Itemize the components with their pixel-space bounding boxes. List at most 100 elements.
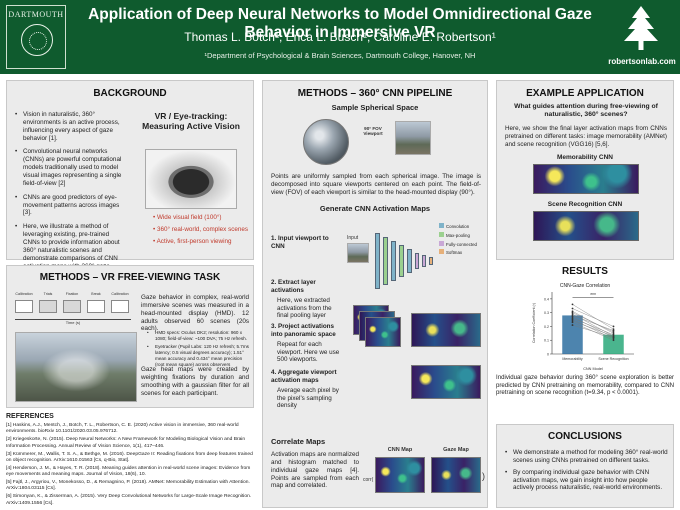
task-timeline: Calibration Trials Fixation Break Calibr… [15,292,135,326]
cnn-layer [429,257,433,265]
sample-text: Points are uniformly sampled from each s… [271,173,481,196]
legend-swatch [439,223,444,228]
example-panel: EXAMPLE APPLICATION What guides attentio… [496,80,674,260]
subject-line [572,313,614,337]
timeline-label: Fixation [65,292,79,296]
vr-heading: VR / Eye-tracking: Measuring Active Visi… [142,111,240,132]
legend-item: Softmax [439,249,487,258]
cnn-layer [391,241,396,281]
activation-tiles [353,305,483,417]
subject-point [571,311,574,314]
subject-point [612,329,615,332]
panoramic-activation-map [411,313,481,347]
cnn-title: METHODS – 360° CNN PIPELINE [297,88,453,99]
reference-item: [3] Kümmerer, M., Wallis, T. S. A., & Be… [6,451,253,463]
subject-point [571,315,574,318]
memorability-map [533,164,639,194]
background-bullets: Vision in naturalistic, 360° environment… [15,111,125,284]
references-title: REFERENCES [6,413,54,420]
background-bullet: Convolutional neural networks (CNNs) are… [15,148,125,187]
scene-recognition-map [533,211,639,241]
subject-line [572,319,614,340]
lab-website[interactable]: robertsonlab.com [608,57,676,66]
conclusion-bullet: By comparing individual gaze behavior wi… [505,469,669,493]
heatmap-paragraph: Gaze heat maps were created by weighting… [141,366,249,397]
timeline-label: Calibration [111,292,129,296]
vr-task-specs: HMD specs: Oculus DK2; resolution: 960 x… [147,330,249,373]
y-tick-label: 0 [547,353,549,357]
example-question: What guides attention during free-viewin… [514,103,658,119]
subject-point [612,333,615,336]
vr-task-spec: Eyetracker (Pupil Labs: 120 Hz refresh; … [147,344,249,367]
subject-line [572,304,614,330]
cnn-map-label: CNN Map [387,447,413,453]
step-detail: Average each pixel by the pixel's sampli… [277,386,339,410]
legend-swatch [439,231,444,237]
conclusions-panel: CONCLUSIONS We demonstrate a method for … [496,424,674,508]
vr-point: • Active, first-person viewing [153,237,232,245]
vr-point: • Wide visual field (100°) [153,214,222,221]
panorama-scene-photo [15,332,137,402]
subject-line [572,324,614,338]
reference-item: [4] Henderson, J. M., & Hayes, T. R. (20… [6,465,251,478]
subject-line [572,308,614,327]
viewport-photo [395,121,431,155]
pipeline-step: 3. Project activations into panoramic sp… [271,323,343,364]
timeline-axis-label: Time (s) [65,320,81,325]
cnn-layer [383,237,388,285]
legend-swatch [439,240,444,246]
aggregated-activation-map [411,365,481,399]
subject-point [571,313,574,315]
subject-point [612,336,615,339]
poster-title: Application of Deep Neural Networks to M… [88,6,592,41]
subject-point [612,331,615,333]
vr-task-title: METHODS – VR FREE-VIEWING TASK [39,272,221,283]
college-seal-icon [21,24,53,56]
logo-wordmark: DARTMOUTH [8,10,64,19]
gaze-map-label: Gaze Map [443,447,469,453]
x-tick-label: Memorability [562,357,583,361]
timeline-frame [63,300,81,313]
layer-legend: Convolution Max-pooling Fully-connected … [439,223,487,258]
subject-point [612,339,615,342]
subject-point [571,324,574,326]
input-viewport [347,243,369,263]
vr-points: • Wide visual field (100°) • 360° real-w… [153,212,253,248]
timeline-frame [111,300,129,313]
bar [562,315,583,354]
subject-point [571,307,574,310]
y-tick-label: 0.1 [544,339,549,343]
results-bar-chart: CNN-Gaze Correlation00.10.20.30.4Correla… [530,280,640,372]
subject-point [571,303,574,306]
pine-tree-logo-icon [624,6,658,50]
pipeline-steps: 1. Input viewport to CNN 2. Extract laye… [271,217,491,417]
sample-heading: Sample Spherical Space [331,103,419,112]
subject-line [572,317,614,335]
legend-item: Fully-connected [439,240,487,250]
conclusion-bullet: We demonstrate a method for modeling 360… [505,449,669,465]
vr-task-paragraph: Gaze behavior in complex, real-world imm… [141,294,249,333]
vr-task-spec: HMD specs: Oculus DK2; resolution: 960 x… [147,330,249,341]
subject-point [571,314,574,317]
poster-header: DARTMOUTH Application of Deep Neural Net… [0,0,680,74]
conclusions-title: CONCLUSIONS [548,431,622,442]
reference-item: [1] Haskins, A.J., Mentch, J., Botch, T.… [6,423,239,435]
step-number: 2. [271,279,277,286]
scene-recognition-label: Scene Recognition CNN [547,201,623,208]
conclusions-bullets: We demonstrate a method for modeling 360… [505,449,669,498]
step-label: Aggregate viewport activation maps [271,369,337,384]
vr-headset-photo [145,149,237,209]
corr-open: corr( [363,477,374,483]
timeline-frame [87,300,105,313]
subject-point [612,332,615,335]
reference-item: [2] Kriegeskorte, N. (2015). Deep Neural… [6,437,246,449]
subject-point [571,320,574,322]
subject-line [572,320,614,337]
timeline-label: Break [91,292,101,296]
example-title: EXAMPLE APPLICATION [526,88,644,99]
cnn-layer-stack [375,227,435,297]
y-axis-label: Correlation Coefficient (r) [532,303,536,343]
reference-item: [5] Fajtl, J., Argyriou, V., Monekosso, … [6,480,250,492]
poster-department: ¹Department of Psychological & Brain Sci… [204,51,476,60]
legend-item: Max-pooling [439,231,487,241]
